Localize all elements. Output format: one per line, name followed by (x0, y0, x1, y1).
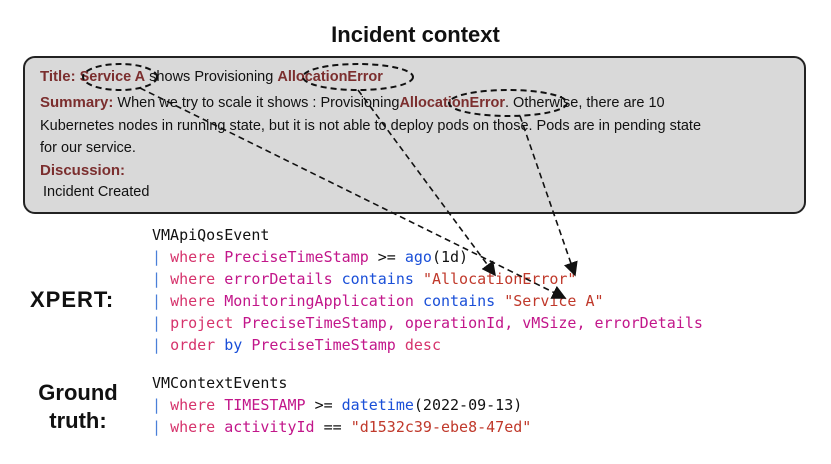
xpert-line-2: | where errorDetails contains "Allocatio… (152, 270, 577, 288)
title-line: Title: Service A shows Provisioning Allo… (40, 68, 383, 85)
title-label: Title: (40, 68, 76, 85)
title-text: shows Provisioning (145, 69, 274, 85)
summary-error: AllocationError (399, 95, 505, 111)
summary-label: Summary: (40, 94, 114, 111)
summary-text-post: . Otherwise, there are 10 (505, 95, 665, 111)
summary-line-2: Kubernetes nodes in running state, but i… (40, 118, 702, 134)
title-error-ellipse (302, 63, 414, 91)
xpert-label: XPERT: (30, 287, 115, 312)
summary-text-pre: When we try to scale it shows : Provisio… (113, 95, 400, 111)
ground-truth-label: Ground truth: (38, 380, 118, 433)
summary-error-ellipse (448, 89, 568, 117)
xpert-line-5: | order by PreciseTimeStamp desc (152, 336, 441, 354)
title-entity-ellipse (82, 63, 158, 91)
title-error: AllocationError (277, 69, 383, 85)
xpert-table: VMApiQosEvent (152, 226, 270, 244)
discussion-label: Discussion: (40, 162, 126, 179)
xpert-line-4: | project PreciseTimeStamp, operationId,… (152, 314, 703, 332)
arrow-summary-error (519, 115, 578, 277)
diagram-heading: Incident context (331, 22, 500, 47)
discussion-text: Incident Created (43, 184, 150, 200)
ground-truth-line-2: | where activityId == "d1532c39-ebe8-47e… (152, 418, 532, 436)
incident-context-box (23, 56, 806, 214)
arrow-title-error (357, 89, 496, 277)
arrow-service-a (139, 87, 567, 299)
summary-line-1: Summary: When we try to scale it shows :… (40, 94, 665, 111)
ground-truth-table: VMContextEvents (152, 374, 288, 392)
xpert-line-1: | where PreciseTimeStamp >= ago(1d) (152, 248, 469, 266)
ground-truth-line-1: | where TIMESTAMP >= datetime(2022-09-13… (152, 396, 523, 414)
summary-line-3: for our service. (40, 140, 136, 156)
title-entity: Service A (79, 69, 146, 85)
